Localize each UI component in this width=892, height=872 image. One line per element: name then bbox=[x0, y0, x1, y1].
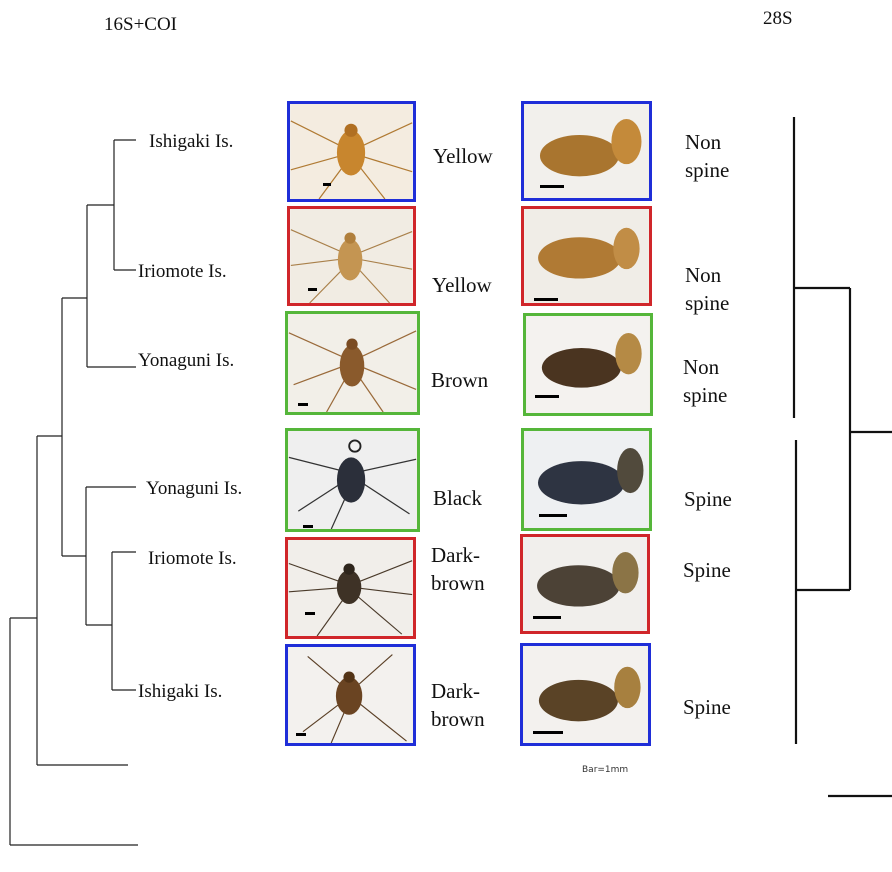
scale-bar bbox=[534, 298, 558, 301]
spine-trait-label: Non spine bbox=[683, 353, 727, 409]
scale-bar-caption: Bar=1mm bbox=[582, 765, 629, 775]
harvestman-lateral-image bbox=[524, 209, 649, 303]
body-color-line: Dark- bbox=[431, 679, 480, 703]
harvestman-dorsal-image bbox=[288, 314, 417, 412]
lateral-photo bbox=[521, 206, 652, 306]
trait-line: spine bbox=[685, 291, 730, 315]
trait-line: Non bbox=[685, 263, 722, 287]
dorsal-photo bbox=[285, 644, 416, 746]
dorsal-photo bbox=[285, 428, 420, 532]
harvestman-dorsal-image bbox=[290, 104, 413, 199]
lateral-photo bbox=[521, 101, 652, 201]
trait-line: Non bbox=[683, 355, 720, 379]
body-color-label: Brown bbox=[431, 368, 489, 392]
harvestman-dorsal-image bbox=[288, 540, 413, 636]
right-tree-title: 28S bbox=[763, 8, 793, 29]
spine-trait-label: Non spine bbox=[685, 128, 729, 184]
body-color-label: Black bbox=[433, 486, 482, 510]
trait-line: Non bbox=[685, 130, 722, 154]
spine-trait-label: Spine bbox=[683, 558, 731, 582]
scale-bar bbox=[533, 616, 561, 619]
scale-bar bbox=[303, 525, 313, 528]
body-color-label: Yellow bbox=[433, 144, 493, 168]
scale-bar bbox=[533, 731, 563, 734]
left-tree-title: 16S+COI bbox=[104, 14, 178, 35]
lateral-photo bbox=[521, 428, 652, 531]
trait-line: spine bbox=[685, 158, 730, 182]
dorsal-photo bbox=[285, 311, 420, 415]
dorsal-photo bbox=[287, 206, 416, 306]
body-color-line: Dark- bbox=[431, 543, 480, 567]
spine-trait-label: Spine bbox=[683, 695, 731, 719]
harvestman-dorsal-image bbox=[288, 431, 417, 529]
taxon-label: Ishigaki Is. bbox=[138, 681, 223, 702]
dorsal-photo bbox=[285, 537, 416, 639]
scale-bar bbox=[296, 733, 306, 736]
taxon-label: Ishigaki Is. bbox=[149, 131, 234, 152]
phylogenetic-tree-28s bbox=[792, 117, 892, 798]
harvestman-lateral-image bbox=[523, 646, 648, 743]
lateral-photo bbox=[520, 643, 651, 746]
scale-bar bbox=[305, 612, 315, 615]
trait-line: spine bbox=[683, 383, 728, 407]
body-color-label: Yellow bbox=[432, 273, 492, 297]
body-color-line: brown bbox=[431, 707, 485, 731]
harvestman-lateral-image bbox=[526, 316, 650, 413]
spine-trait-label: Non spine bbox=[685, 261, 729, 317]
scale-bar bbox=[308, 288, 317, 291]
scale-bar bbox=[535, 395, 559, 398]
taxon-label: Yonaguni Is. bbox=[146, 478, 243, 499]
body-color-line: brown bbox=[431, 571, 485, 595]
harvestman-dorsal-image bbox=[290, 209, 413, 303]
dorsal-photo bbox=[287, 101, 416, 202]
scale-bar bbox=[540, 185, 564, 188]
taxon-label: Yonaguni Is. bbox=[138, 350, 235, 371]
scale-bar bbox=[539, 514, 567, 517]
taxon-label: Iriomote Is. bbox=[138, 261, 227, 282]
harvestman-dorsal-image bbox=[288, 647, 413, 743]
taxon-label: Iriomote Is. bbox=[148, 548, 237, 569]
body-color-label: Dark- brown bbox=[431, 541, 485, 597]
spine-trait-label: Spine bbox=[684, 487, 732, 511]
scale-bar bbox=[323, 183, 331, 186]
harvestman-lateral-image bbox=[524, 431, 649, 528]
harvestman-lateral-image bbox=[524, 104, 649, 198]
body-color-label: Dark- brown bbox=[431, 677, 485, 733]
harvestman-lateral-image bbox=[523, 537, 647, 631]
lateral-photo bbox=[523, 313, 653, 416]
lateral-photo bbox=[520, 534, 650, 634]
scale-bar bbox=[298, 403, 308, 406]
